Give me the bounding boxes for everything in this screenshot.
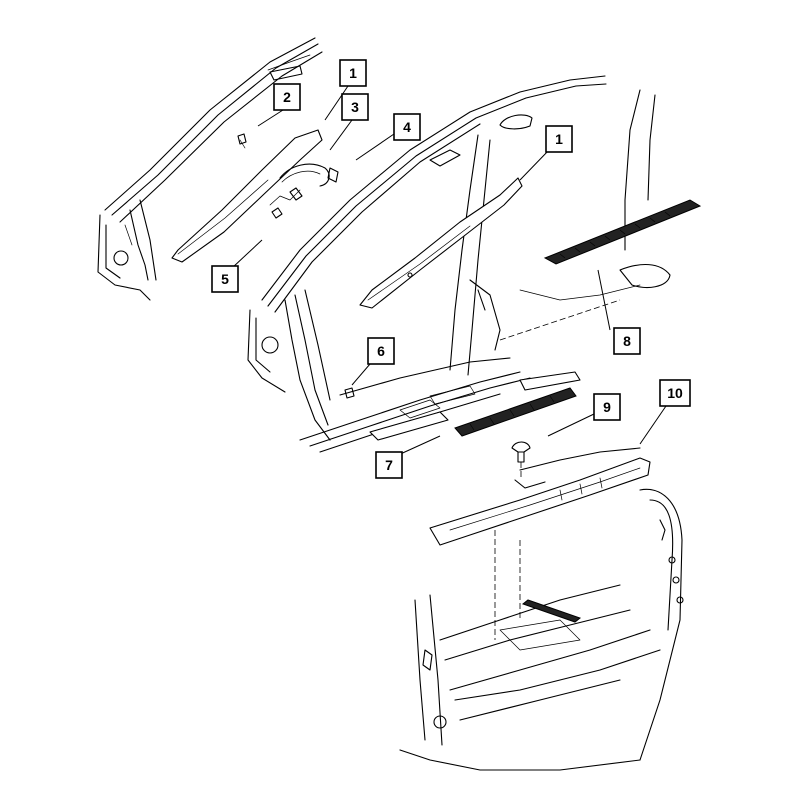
upper-left-view (97, 37, 339, 301)
callout-2: 2 (273, 83, 301, 111)
center-view (247, 75, 702, 453)
callout-3-number: 3 (351, 99, 359, 115)
callout-1b-number: 1 (555, 131, 563, 147)
lower-view (399, 441, 684, 771)
callout-7-number: 7 (385, 457, 393, 473)
callout-5-number: 5 (221, 271, 229, 287)
callout-2-number: 2 (283, 89, 291, 105)
callout-3: 3 (341, 93, 369, 121)
callout-8: 8 (613, 327, 641, 355)
callout-7: 7 (375, 451, 403, 479)
callout-10-number: 10 (667, 385, 683, 401)
callout-6: 6 (367, 337, 395, 365)
callout-8-number: 8 (623, 333, 631, 349)
callout-10: 10 (659, 379, 691, 407)
leader-lines (231, 85, 667, 457)
callout-9-number: 9 (603, 399, 611, 415)
callout-1a: 1 (339, 59, 367, 87)
callout-9: 9 (593, 393, 621, 421)
callout-1a-number: 1 (349, 65, 357, 81)
callout-6-number: 6 (377, 343, 385, 359)
callout-5: 5 (211, 265, 239, 293)
callout-1b: 1 (545, 125, 573, 153)
callout-4: 4 (393, 113, 421, 141)
a-pillar-trim (171, 129, 323, 263)
sill-plate (369, 411, 449, 441)
front-sill-strip (454, 387, 577, 437)
callout-4-number: 4 (403, 119, 411, 135)
